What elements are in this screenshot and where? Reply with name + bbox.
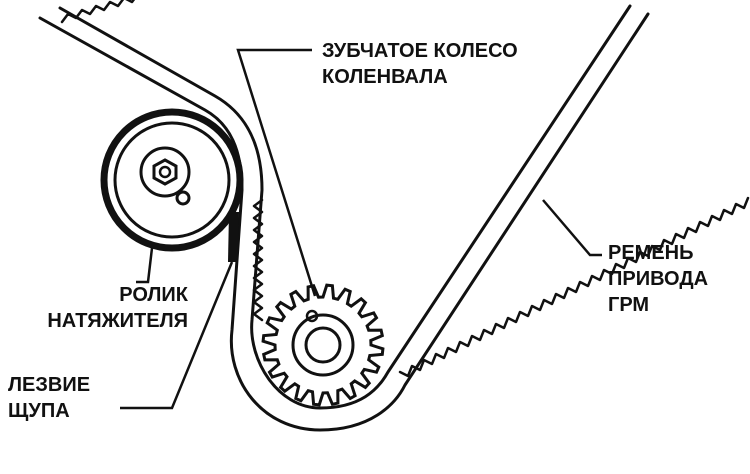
leader-crank-gear (236, 48, 317, 297)
tensioner-nut-hole (158, 165, 172, 179)
leader-timing-belt (542, 199, 602, 257)
timing-belt (38, 0, 750, 432)
label-feeler-line1: ЛЕЗВИЕ (8, 374, 91, 396)
label-timing-belt-line1: РЕМЕНЬ (608, 242, 694, 264)
label-tensioner-line2: НАТЯЖИТЕЛЯ (47, 310, 188, 332)
tensioner-outer-ring (100, 108, 244, 252)
label-tensioner-line1: РОЛИК (119, 284, 188, 306)
tensioner-nut (152, 158, 178, 186)
crank-gear-timing-mark (305, 309, 319, 323)
leader-tensioner (136, 247, 154, 284)
crank-gear-inner-ring (291, 313, 355, 377)
tensioner-mid-ring (113, 121, 231, 239)
belt-teeth-upper-left (60, 0, 136, 24)
label-feeler-blade: ЛЕЗВИЕ ЩУПА (8, 372, 90, 424)
belt-teeth-right-run (398, 196, 750, 378)
crankshaft-gear (261, 283, 385, 407)
label-feeler-line2: ЩУПА (8, 400, 70, 422)
leader-lines (120, 48, 602, 410)
tensioner-hub (139, 146, 191, 198)
label-timing-belt-line3: ГРМ (608, 294, 650, 316)
label-timing-belt: РЕМЕНЬ ПРИВОДА ГРМ (608, 240, 708, 318)
feeler-blade-strip (228, 212, 239, 262)
tensioner-roller (100, 108, 244, 252)
belt-inner-edge (58, 4, 632, 410)
label-crank-gear-line1: ЗУБЧАТОЕ КОЛЕСО (322, 40, 518, 62)
label-timing-belt-line2: ПРИВОДА (608, 268, 709, 290)
leader-feeler-blade (120, 261, 234, 410)
feeler-blade (228, 212, 239, 262)
crank-gear-bore (304, 326, 342, 364)
crank-gear-teeth (261, 283, 385, 407)
belt-outer-edge (38, 12, 650, 432)
label-tensioner-roller: РОЛИК НАТЯЖИТЕЛЯ (47, 282, 188, 334)
belt-teeth-vertical-run (252, 198, 264, 322)
label-crank-gear: ЗУБЧАТОЕ КОЛЕСО КОЛЕНВАЛА (322, 38, 518, 90)
label-crank-gear-line2: КОЛЕНВАЛА (322, 66, 448, 88)
tensioner-pin (175, 190, 191, 206)
